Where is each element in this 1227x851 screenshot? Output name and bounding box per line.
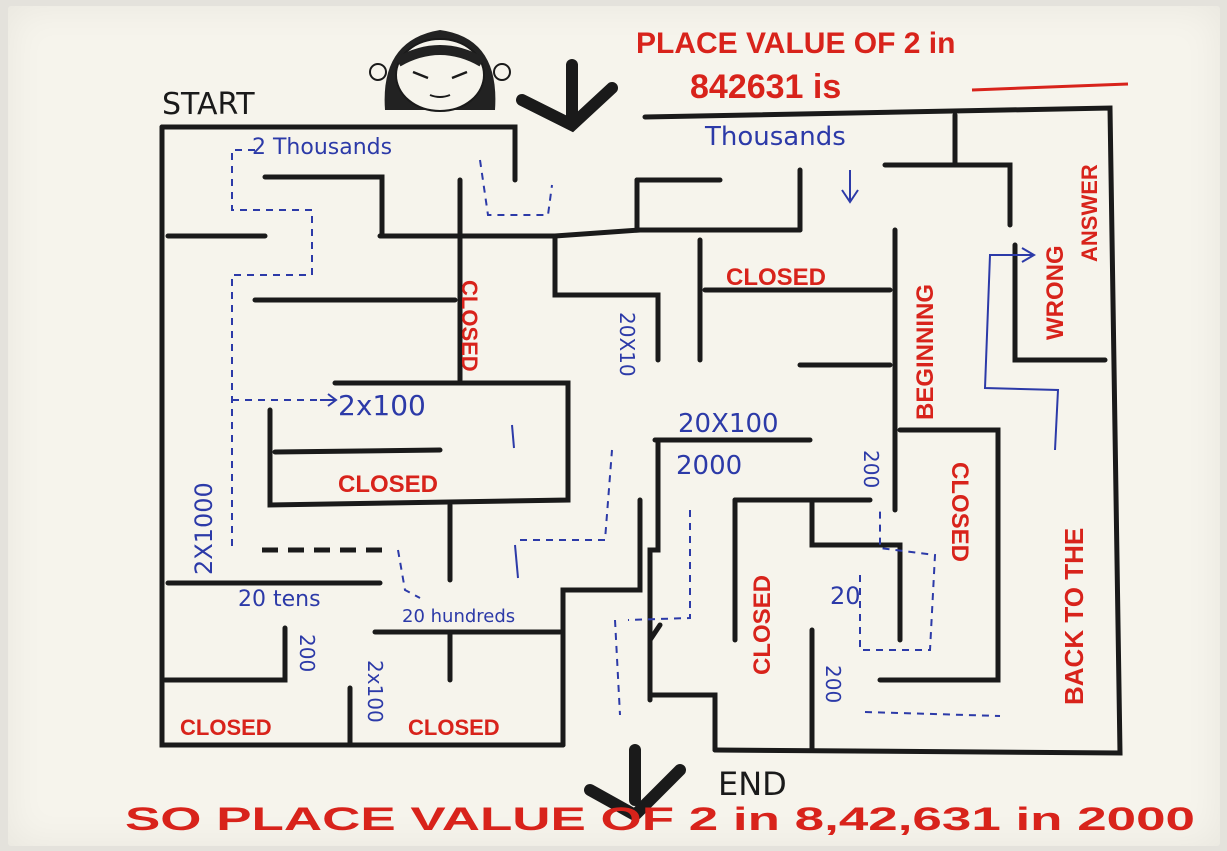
- closed-label: CLOSED: [726, 264, 826, 291]
- label-2x1000: 2X1000: [190, 482, 218, 575]
- label-20x10: 20X10: [615, 312, 639, 377]
- answer-label: ANSWER: [1077, 164, 1102, 262]
- answer-blank-line: [972, 84, 1128, 90]
- label-2000: 2000: [676, 451, 742, 481]
- closed-label: CLOSED: [180, 715, 272, 740]
- wrong-label: WRONG: [1042, 245, 1069, 340]
- label-2x100: 2x100: [338, 389, 426, 422]
- label-20x100: 20X100: [678, 409, 779, 439]
- end-label: END: [718, 765, 787, 803]
- label-20: 20: [830, 582, 861, 610]
- label-200-b: 200: [859, 450, 883, 488]
- label-200-c: 200: [821, 665, 845, 703]
- beginning-label: BEGINNING: [912, 284, 939, 420]
- closed-label: CLOSED: [408, 715, 500, 740]
- closed-label: CLOSED: [338, 471, 438, 498]
- label-20-tens: 20 tens: [238, 587, 321, 612]
- label-200-a: 200: [295, 634, 319, 672]
- label-2x100-b: 2x100: [363, 660, 387, 723]
- closed-label: CLOSED: [946, 462, 973, 562]
- answer-statement: SO PLACE VALUE OF 2 in 8,42,631 in 2000: [125, 801, 1195, 837]
- start-arrow-icon: [522, 65, 612, 125]
- label-thousands: Thousands: [704, 122, 846, 152]
- girl-face-icon: [370, 30, 510, 111]
- back-to-the-label: BACK TO THE: [1059, 528, 1089, 705]
- label-20-hundreds: 20 hundreds: [402, 606, 515, 627]
- start-label: START: [162, 87, 255, 122]
- label-2-thousands: 2 Thousands: [252, 135, 392, 160]
- closed-label: CLOSED: [749, 575, 776, 675]
- question-line-2: 842631 is: [690, 68, 841, 106]
- solution-path: [232, 150, 1000, 716]
- question-line-1: PLACE VALUE OF 2 in: [636, 27, 955, 60]
- closed-label: CLOSED: [457, 280, 482, 372]
